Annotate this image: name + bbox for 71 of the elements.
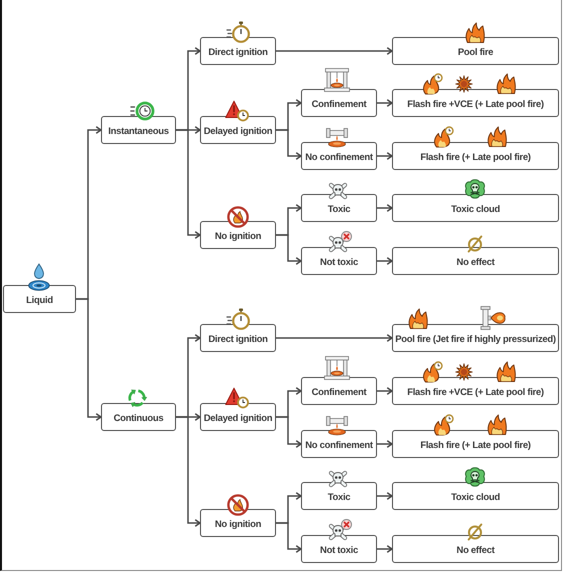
- process-box: [392, 142, 559, 170]
- process-box: [392, 89, 559, 117]
- node-label: No effect: [456, 256, 494, 268]
- arrow: [276, 129, 302, 160]
- node-label: Continuous: [114, 412, 164, 424]
- node-label: No confinement: [305, 438, 373, 452]
- process-box: [301, 482, 377, 510]
- node-label: Not toxic: [320, 544, 358, 556]
- process-box: [392, 535, 559, 563]
- process-box: [101, 116, 176, 144]
- process-box: [200, 403, 276, 431]
- node-label: No ignition: [214, 518, 262, 530]
- node-label: Flash fire +VCE (+ Late pool fire): [407, 386, 544, 398]
- arrow: [377, 545, 393, 553]
- process-box: [392, 482, 559, 510]
- process-box: [392, 324, 559, 352]
- arrow: [276, 234, 302, 265]
- node-label: Flash fire (+ Late pool fire): [420, 150, 531, 164]
- node-label: Direct ignition: [208, 46, 268, 58]
- node-label: Toxic: [328, 490, 350, 504]
- arrow: [377, 204, 393, 212]
- process-box: [200, 324, 276, 352]
- arrow: [377, 492, 393, 500]
- arrow: [377, 99, 393, 107]
- arrow: [76, 298, 102, 421]
- node-label: No ignition: [214, 230, 262, 242]
- node-label: Delayed ignition: [204, 412, 272, 424]
- arrow: [276, 416, 302, 448]
- node-label: Flash fire +VCE (+ Late pool fire): [407, 98, 544, 110]
- node-label: Confinement: [312, 386, 366, 398]
- arrow: [377, 152, 393, 160]
- node-label: Not toxic: [320, 256, 358, 268]
- process-box: [392, 37, 559, 65]
- process-box: [392, 247, 559, 275]
- process-box: [200, 37, 276, 65]
- node-label: Flash fire (+ Late pool fire): [420, 438, 531, 452]
- process-box: [392, 194, 559, 222]
- process-box: [301, 535, 377, 563]
- process-box: [392, 377, 559, 405]
- arrow: [176, 416, 201, 527]
- node-label: Direct ignition: [208, 332, 268, 346]
- process-box: [301, 194, 377, 222]
- arrow: [377, 257, 393, 265]
- node-label: Toxic cloud: [451, 490, 500, 504]
- node-label: Pool fire (Jet fire if highly pressurized): [395, 332, 556, 346]
- node-label: Toxic: [328, 202, 350, 216]
- node-label: Instantaneous: [108, 124, 169, 138]
- process-box: [200, 509, 276, 537]
- arrow: [276, 334, 393, 342]
- arrow: [276, 47, 393, 55]
- process-box: [3, 285, 76, 313]
- node-label: No effect: [456, 544, 494, 556]
- process-box: [301, 247, 377, 275]
- node-label: Confinement: [312, 98, 366, 110]
- node-label: Liquid: [26, 294, 53, 306]
- node-label: Toxic cloud: [451, 202, 500, 216]
- process-box: [301, 377, 377, 405]
- process-box: [301, 430, 377, 458]
- node-label: No confinement: [305, 150, 373, 164]
- node-label: Delayed ignition: [204, 124, 272, 138]
- process-box: [101, 403, 176, 431]
- arrow: [176, 129, 201, 239]
- process-box: [200, 116, 276, 144]
- node-label: Pool fire: [458, 46, 494, 58]
- arrow: [377, 440, 393, 448]
- arrow: [276, 522, 302, 553]
- process-box: [301, 89, 377, 117]
- process-box: [301, 142, 377, 170]
- process-box: [200, 221, 276, 249]
- process-box: [392, 430, 559, 458]
- arrow: [377, 387, 393, 395]
